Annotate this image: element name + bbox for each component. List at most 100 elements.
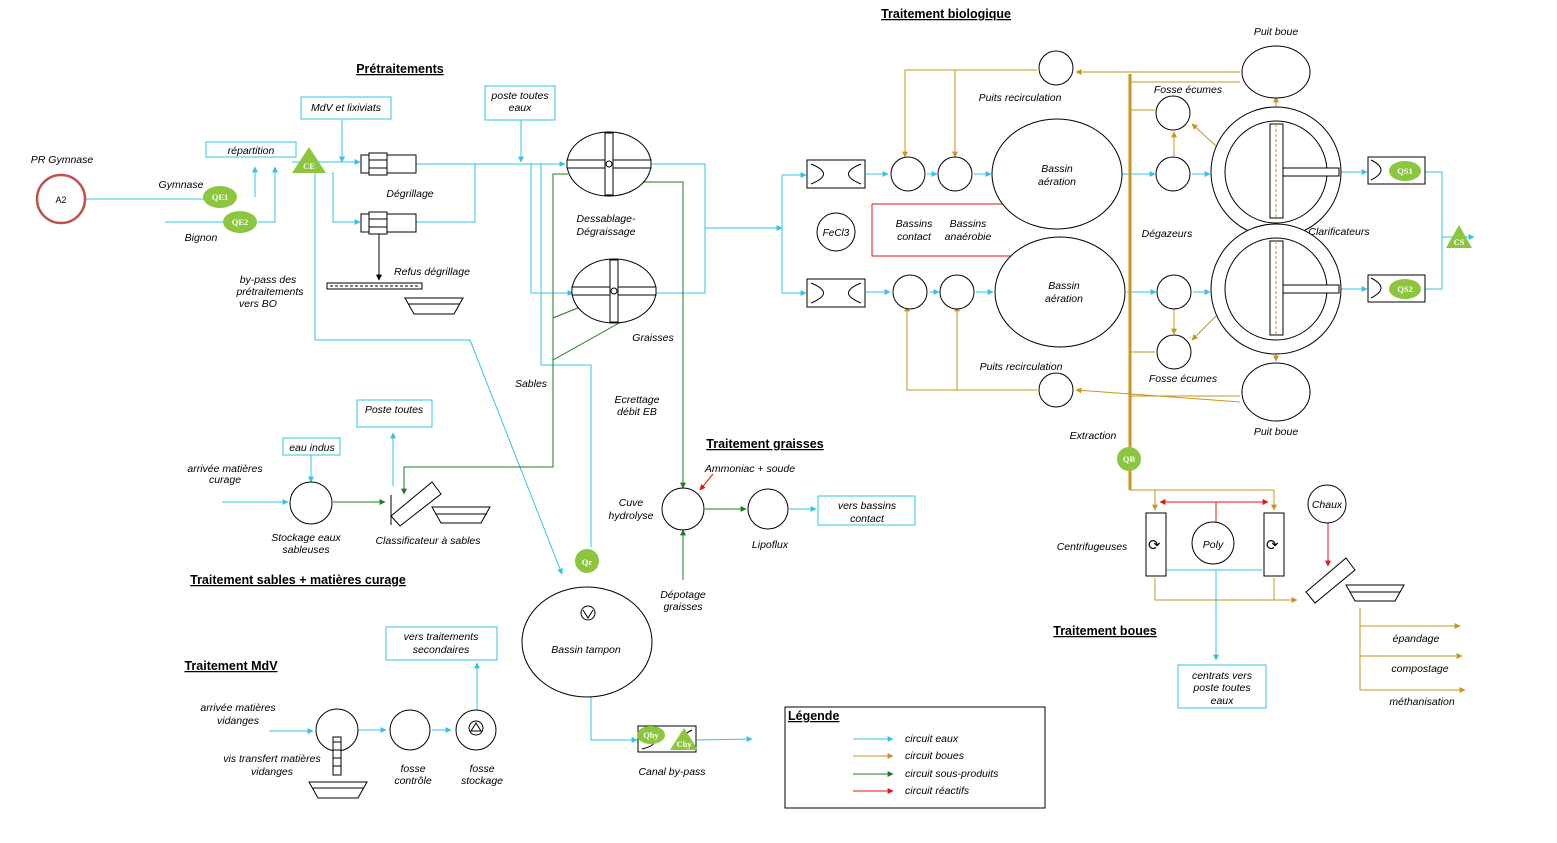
label-stockage-1: Stockage eaux bbox=[271, 532, 341, 544]
qby-badge bbox=[637, 726, 665, 744]
label-sables: Sables bbox=[515, 378, 548, 390]
qe1-badge-text: QE1 bbox=[212, 192, 229, 202]
label-poste-toutes-eaux-2: eaux bbox=[509, 102, 533, 114]
label-bassins-contact-2: contact bbox=[897, 231, 932, 243]
reactant-circuit-lines bbox=[699, 201, 1331, 567]
label-dessablage-2: Dégraissage bbox=[577, 226, 636, 238]
label-degrillage: Dégrillage bbox=[386, 188, 433, 200]
section-traitement-boues: Traitement boues bbox=[1053, 624, 1157, 638]
qs1-badge-text: QS1 bbox=[1397, 166, 1413, 176]
label-centrats-2: poste toutes bbox=[1192, 682, 1251, 694]
label-a2: A2 bbox=[55, 195, 66, 205]
label-canal-bypass: Canal by-pass bbox=[638, 766, 706, 778]
label-bypass-3: vers BO bbox=[239, 298, 277, 310]
label-bassin-aeration-top-1: Bassin bbox=[1041, 163, 1073, 175]
qs1-badge bbox=[1389, 161, 1421, 181]
label-puit-boue-bot: Puit boue bbox=[1254, 426, 1299, 438]
legend: Légende circuit eaux circuit boues circu… bbox=[784, 706, 1046, 809]
label-vis-2: vidanges bbox=[251, 766, 294, 778]
sludge-treatment-units: ⟳ ⟳ bbox=[1145, 484, 1405, 604]
clarifiers bbox=[1210, 106, 1426, 355]
label-refus-degrillage: Refus dégrillage bbox=[394, 266, 470, 278]
label-centrifugeuses: Centrifugeuses bbox=[1057, 541, 1128, 553]
qby-badge-text: Qby bbox=[643, 730, 659, 740]
label-ecrettage-1: Ecrettage bbox=[615, 394, 660, 406]
label-bassin-aeration-bot-2: aération bbox=[1045, 293, 1083, 305]
qe2-badge-text: QE2 bbox=[232, 217, 249, 227]
section-traitement-sables: Traitement sables + matières curage bbox=[190, 573, 406, 587]
label-dessablage-1: Dessablage- bbox=[577, 213, 636, 225]
label-gymnase: Gymnase bbox=[159, 179, 204, 191]
equipment-labels: PR Gymnase A2 Gymnase Bignon répartition… bbox=[31, 26, 1455, 787]
legend-item-sous-produits: circuit sous-produits bbox=[905, 768, 999, 780]
label-bassins-anaerobie-2: anaérobie bbox=[945, 231, 992, 243]
label-fecl3: FeCl3 bbox=[823, 228, 850, 239]
qs2-badge-text: QS2 bbox=[1397, 284, 1413, 294]
label-bassin-aeration-top-2: aération bbox=[1038, 176, 1076, 188]
label-fosse-controle-1: fosse bbox=[400, 763, 425, 775]
buffer-basin bbox=[521, 586, 653, 698]
label-bypass-2: prétraitements bbox=[235, 286, 304, 298]
qr-badge bbox=[575, 549, 599, 573]
label-compostage: compostage bbox=[1391, 663, 1448, 675]
label-fosse-controle-2: contrôle bbox=[394, 775, 432, 787]
section-traitement-graisses: Traitement graisses bbox=[706, 437, 823, 451]
label-clarificateurs: Clarificateurs bbox=[1308, 226, 1370, 238]
legend-title: Légende bbox=[788, 709, 839, 723]
qb-badge bbox=[1117, 447, 1141, 471]
qe2-badge bbox=[223, 211, 257, 233]
label-ammoniac: Ammoniac + soude bbox=[704, 463, 795, 475]
label-ecrettage-2: débit EB bbox=[617, 406, 657, 418]
label-chaux: Chaux bbox=[1312, 499, 1343, 511]
label-poste-toutes-eaux-1: poste toutes bbox=[490, 90, 549, 102]
label-centrats-1: centrats vers bbox=[1192, 670, 1253, 682]
water-circuit-lines bbox=[86, 120, 1475, 743]
label-depotage-2: graisses bbox=[663, 601, 703, 613]
label-classificateur: Classificateur à sables bbox=[375, 535, 481, 547]
dessablage-degraissage-units bbox=[566, 131, 657, 324]
qs2-badge bbox=[1389, 279, 1421, 299]
label-degazeurs: Dégazeurs bbox=[1142, 228, 1194, 240]
label-arrivee-curage-2: curage bbox=[209, 474, 241, 486]
ce-badge-text: CE bbox=[303, 161, 315, 171]
label-puit-boue-top: Puit boue bbox=[1254, 26, 1299, 38]
label-fosse-stockage-2: stockage bbox=[461, 775, 503, 787]
pr-gymnase-pump-station bbox=[35, 173, 87, 225]
label-bassins-anaerobie-1: Bassins bbox=[950, 218, 988, 230]
ce-badge bbox=[292, 147, 326, 173]
label-methanisation: méthanisation bbox=[1389, 696, 1455, 708]
label-extraction: Extraction bbox=[1070, 430, 1117, 442]
label-vers-trait-2: secondaires bbox=[413, 644, 470, 656]
qb-badge-text: QB bbox=[1123, 454, 1136, 464]
label-cuve-2: hydrolyse bbox=[609, 510, 654, 522]
label-centrats-3: eaux bbox=[1211, 695, 1235, 707]
svg-text:⟳: ⟳ bbox=[1266, 537, 1279, 554]
cs-badge-text: CS bbox=[1454, 237, 1465, 247]
label-epandage: épandage bbox=[1393, 633, 1440, 645]
text-boxes bbox=[205, 85, 1267, 709]
section-traitement-mdv: Traitement MdV bbox=[184, 659, 278, 673]
label-repartition: répartition bbox=[228, 145, 275, 157]
label-eau-indus: eau indus bbox=[289, 442, 335, 454]
label-poly: Poly bbox=[1203, 539, 1224, 551]
label-graisses: Graisses bbox=[632, 332, 674, 344]
section-traitement-biologique: Traitement biologique bbox=[881, 7, 1011, 21]
cby-badge bbox=[670, 728, 698, 750]
label-bassin-tampon: Bassin tampon bbox=[551, 644, 621, 656]
degrillage-screens bbox=[326, 152, 464, 315]
label-puits-recirc-top: Puits recirculation bbox=[979, 92, 1062, 104]
label-puits-recirc-bot: Puits recirculation bbox=[980, 361, 1063, 373]
svg-text:⟳: ⟳ bbox=[1148, 537, 1161, 554]
label-bypass-1: by-pass des bbox=[240, 274, 297, 286]
label-mdv-lixiviats: MdV et lixiviats bbox=[311, 102, 382, 114]
qe1-badge bbox=[203, 186, 237, 208]
qr-badge-text: Qr bbox=[582, 557, 593, 567]
mdv-treatment-units bbox=[308, 708, 497, 799]
sludge-circuit-lines bbox=[902, 69, 1466, 693]
label-arrivee-curage-1: arrivée matières bbox=[187, 463, 263, 475]
label-fosse-ecumes-bot: Fosse écumes bbox=[1149, 373, 1218, 385]
label-cuve-1: Cuve bbox=[619, 497, 644, 509]
label-lipoflux: Lipoflux bbox=[752, 539, 789, 551]
label-bassin-aeration-bot-1: Bassin bbox=[1048, 280, 1080, 292]
label-arrivee-vid-2: vidanges bbox=[217, 715, 260, 727]
